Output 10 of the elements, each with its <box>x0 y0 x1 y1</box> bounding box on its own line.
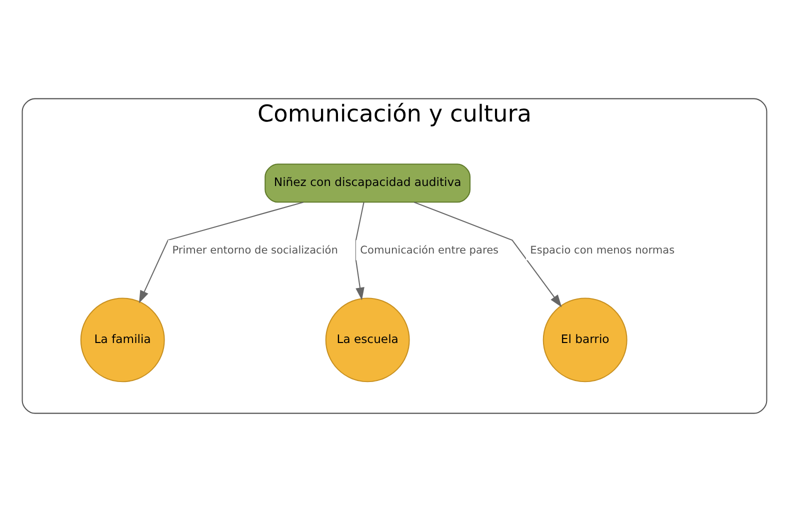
arrow <box>138 202 303 304</box>
edge-label: Primer entorno de socialización <box>172 244 338 256</box>
edge-label: Comunicación entre pares <box>360 244 498 256</box>
node-box: Niñez con discapacidad auditiva <box>264 164 470 203</box>
node-circle: La escuela <box>324 298 410 382</box>
arrow <box>354 202 364 300</box>
node-circle: La familia <box>80 298 164 382</box>
node-circle: El barrio <box>542 298 627 382</box>
arrow <box>413 202 562 308</box>
edge-label: Espacio con menos normas <box>530 244 674 256</box>
